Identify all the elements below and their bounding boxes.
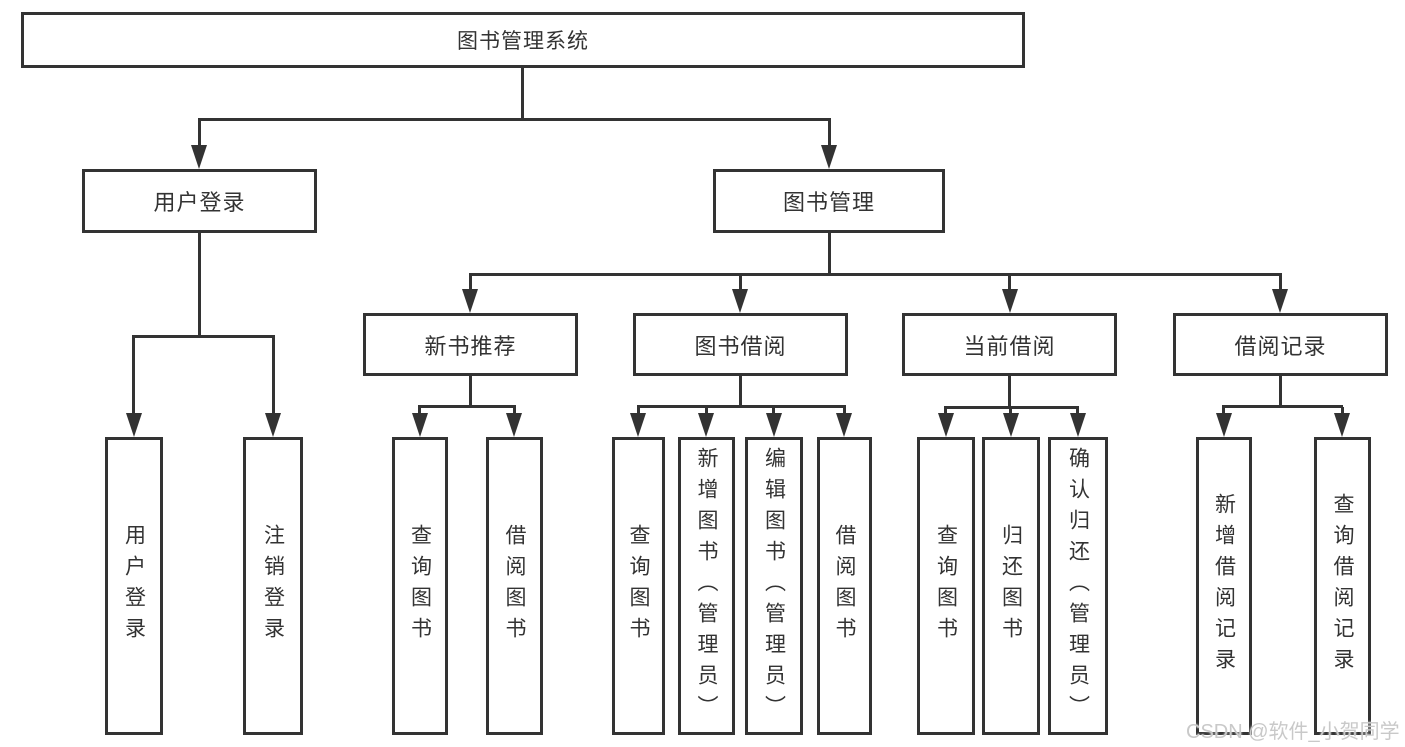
node-library-system-label: 图书管理系统 [457, 30, 589, 53]
arrow-down-icon [698, 413, 714, 437]
connector-line [828, 120, 831, 148]
connector-line [944, 408, 947, 416]
leaf-return-books-label: 归还图书 [999, 524, 1023, 648]
connector-line [513, 407, 516, 416]
arrow-down-icon [938, 413, 954, 437]
arrow-down-icon [1216, 413, 1232, 437]
leaf-query-books-current: 查询图书 [917, 437, 975, 735]
node-library-system: 图书管理系统 [21, 12, 1025, 68]
connector-line [828, 231, 831, 275]
connector-line [1341, 407, 1344, 416]
connector-line [739, 275, 742, 291]
connector-line [739, 374, 742, 407]
connector-line [772, 407, 775, 416]
leaf-borrow-books: 借阅图书 [817, 437, 872, 735]
connector-line [521, 68, 524, 120]
leaf-add-borrow-record: 新增借阅记录 [1196, 437, 1252, 735]
connector-line [1008, 275, 1011, 291]
leaf-query-borrow-record-label: 查询借阅记录 [1331, 493, 1354, 679]
leaf-query-books-borrow-label: 查询图书 [627, 524, 650, 648]
connector-line [1008, 374, 1011, 408]
arrow-down-icon [1334, 413, 1350, 437]
leaf-user-login: 用户登录 [105, 437, 163, 735]
node-user-login: 用户登录 [82, 169, 317, 233]
watermark: CSDN @软件_小贺同学 [1186, 721, 1400, 743]
connector-line [418, 405, 516, 408]
leaf-return-books: 归还图书 [982, 437, 1040, 735]
node-book-borrow: 图书借阅 [633, 313, 848, 376]
node-book-borrow-label: 图书借阅 [694, 333, 787, 359]
arrow-down-icon [126, 413, 142, 437]
leaf-add-books-admin-label: 新增图书（管理员） [695, 446, 718, 726]
leaf-add-borrow-record-label: 新增借阅记录 [1212, 493, 1236, 679]
leaf-query-books-recommend-label: 查询图书 [408, 524, 432, 648]
arrow-down-icon [732, 289, 748, 313]
arrow-down-icon [836, 413, 852, 437]
node-new-book-recommend-label: 新书推荐 [424, 333, 517, 359]
leaf-edit-books-admin-label: 编辑图书（管理员） [762, 446, 786, 726]
arrow-down-icon [191, 145, 207, 169]
arrow-down-icon [1002, 289, 1018, 313]
node-current-borrow: 当前借阅 [902, 313, 1117, 376]
connector-line [637, 405, 846, 408]
connector-line [132, 335, 275, 338]
leaf-query-borrow-record: 查询借阅记录 [1314, 437, 1371, 735]
connector-line [469, 275, 472, 291]
connector-line [418, 407, 421, 416]
leaf-add-books-admin: 新增图书（管理员） [678, 437, 735, 735]
leaf-logout: 注销登录 [243, 437, 303, 735]
connector-line [637, 407, 640, 416]
connector-line [944, 406, 1079, 409]
connector-line [272, 337, 275, 415]
connector-line [469, 374, 472, 407]
leaf-borrow-books-recommend: 借阅图书 [486, 437, 543, 735]
node-current-borrow-label: 当前借阅 [963, 333, 1056, 359]
connector-line [469, 273, 1282, 276]
node-book-management: 图书管理 [713, 169, 945, 233]
connector-line [705, 407, 708, 416]
arrow-down-icon [506, 413, 522, 437]
node-borrow-record-label: 借阅记录 [1234, 333, 1327, 359]
connector-line [198, 120, 201, 148]
node-book-management-label: 图书管理 [782, 190, 875, 215]
arrow-down-icon [1272, 289, 1288, 313]
leaf-query-books-recommend: 查询图书 [392, 437, 448, 735]
connector-line [843, 407, 846, 416]
leaf-logout-label: 注销登录 [261, 524, 285, 648]
arrow-down-icon [1003, 413, 1019, 437]
node-new-book-recommend: 新书推荐 [363, 313, 578, 376]
leaf-borrow-books-recommend-label: 借阅图书 [503, 524, 526, 648]
connector-line [198, 118, 831, 121]
leaf-edit-books-admin: 编辑图书（管理员） [745, 437, 803, 735]
arrow-down-icon [1070, 413, 1086, 437]
arrow-down-icon [630, 413, 646, 437]
leaf-query-books-borrow: 查询图书 [612, 437, 665, 735]
arrow-down-icon [462, 289, 478, 313]
connector-line [1009, 408, 1012, 416]
leaf-confirm-return-admin: 确认归还（管理员） [1048, 437, 1108, 735]
node-borrow-record: 借阅记录 [1173, 313, 1388, 376]
connector-line [132, 337, 135, 415]
node-user-login-label: 用户登录 [153, 190, 246, 215]
leaf-query-books-current-label: 查询图书 [934, 524, 958, 648]
connector-line [1222, 405, 1343, 408]
connector-line [1076, 408, 1079, 416]
connector-line [1279, 374, 1282, 407]
arrow-down-icon [821, 145, 837, 169]
connector-line [1222, 407, 1225, 416]
arrow-down-icon [265, 413, 281, 437]
connector-line [1279, 275, 1282, 291]
leaf-user-login-label: 用户登录 [122, 524, 146, 648]
connector-line [198, 230, 201, 337]
arrow-down-icon [766, 413, 782, 437]
arrow-down-icon [412, 413, 428, 437]
leaf-confirm-return-admin-label: 确认归还（管理员） [1066, 446, 1090, 726]
leaf-borrow-books-label: 借阅图书 [833, 524, 856, 648]
